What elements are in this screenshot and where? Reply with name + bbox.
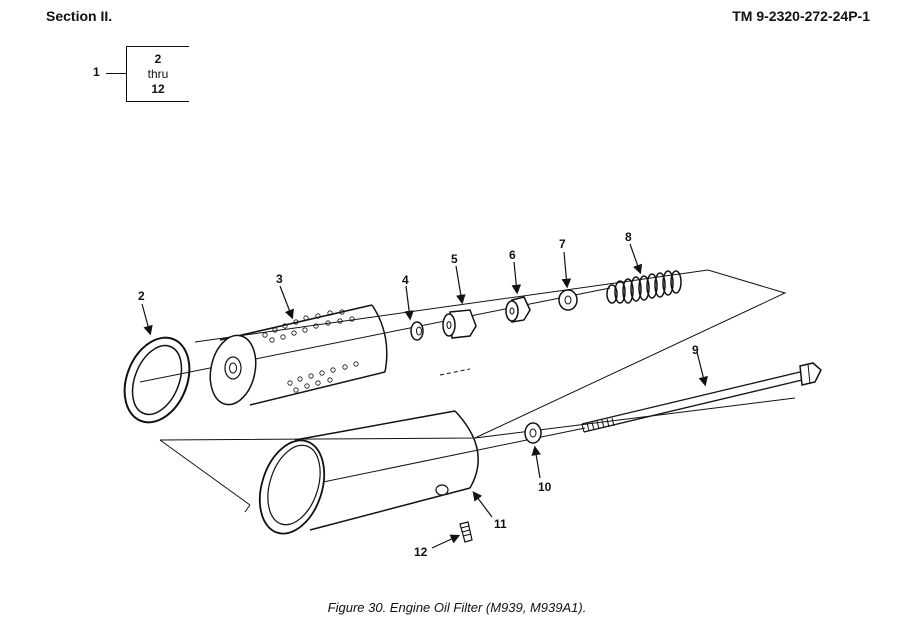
callout-8: 8 xyxy=(625,230,632,244)
callout-2: 2 xyxy=(138,289,145,303)
item-8-spring xyxy=(606,270,682,304)
section-label: Section II. xyxy=(46,8,113,24)
item-7-washer xyxy=(558,289,578,311)
callout-10: 10 xyxy=(538,480,552,494)
callout-7: 7 xyxy=(559,237,566,251)
item-10-washer xyxy=(524,422,542,444)
callout-11: 11 xyxy=(494,517,507,531)
item-key-bracket: 2 thru 12 xyxy=(126,46,189,102)
key-lead-line xyxy=(106,73,126,74)
item-3-filter-element xyxy=(209,304,388,406)
key-lead-number: 1 xyxy=(93,65,100,79)
figure-caption: Figure 30. Engine Oil Filter (M939, M939… xyxy=(327,600,587,615)
callout-6: 6 xyxy=(509,248,516,262)
callout-9: 9 xyxy=(692,343,699,357)
callout-3: 3 xyxy=(276,272,283,286)
item-2-seal-ring xyxy=(123,336,191,424)
upper-plane-outline xyxy=(159,269,787,441)
item-12-drain-plug xyxy=(459,521,473,543)
key-middle: thru xyxy=(147,67,169,81)
key-bottom: 12 xyxy=(151,82,165,96)
item-11-housing xyxy=(258,410,479,535)
callout-4: 4 xyxy=(402,273,409,287)
item-9-center-bolt xyxy=(581,362,822,433)
key-top: 2 xyxy=(154,52,162,66)
item-6-seal xyxy=(505,296,531,323)
manual-number: TM 9-2320-272-24P-1 xyxy=(732,8,870,24)
callout-12: 12 xyxy=(414,545,428,559)
callout-5: 5 xyxy=(451,252,458,266)
item-5-bushing xyxy=(442,309,477,339)
leader-lines xyxy=(141,243,708,549)
item-4-washer xyxy=(410,321,424,341)
